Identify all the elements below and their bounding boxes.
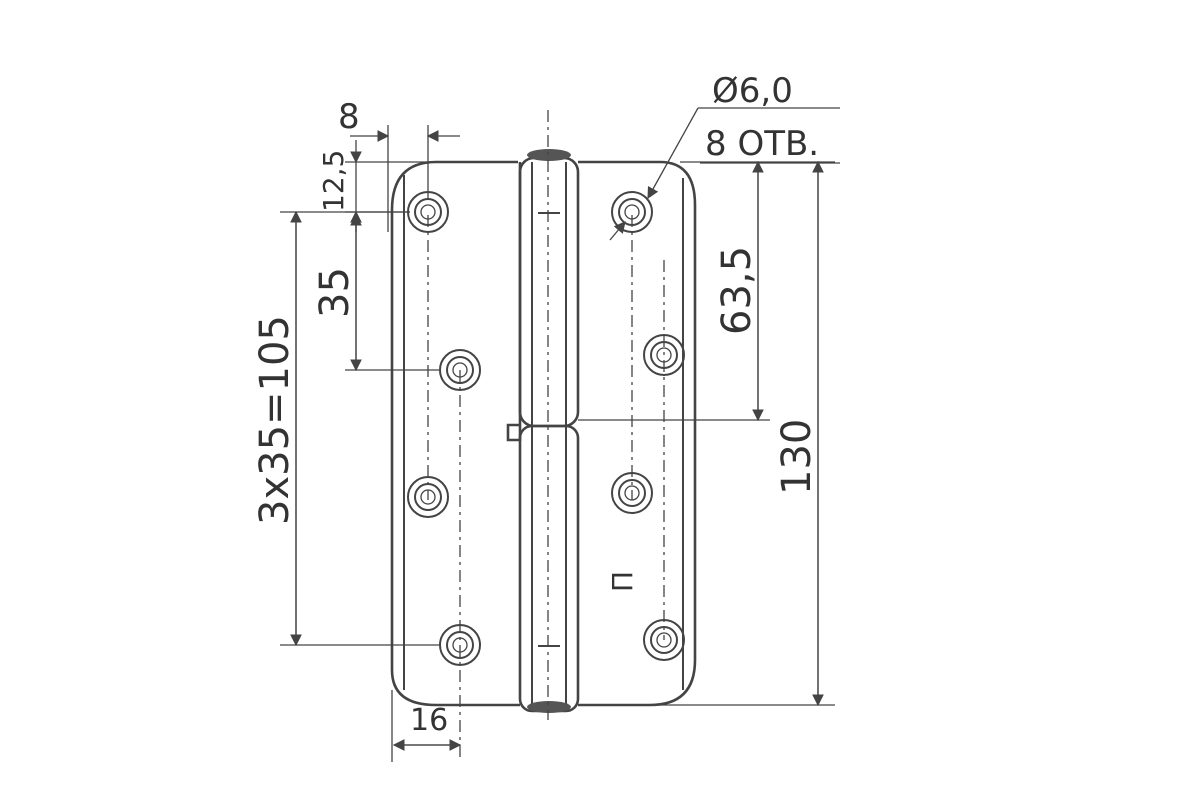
dim-top-edge xyxy=(345,140,436,232)
hole-count-label: 8 ОТВ. xyxy=(705,124,819,164)
hole-diameter-label: Ø6,0 xyxy=(712,71,793,111)
dim-bottom-offset-label: 16 xyxy=(410,703,448,738)
hole-right-4 xyxy=(643,619,685,661)
dim-total-pitch xyxy=(280,210,440,647)
side-mark-label: П xyxy=(606,571,639,592)
hole-left-3 xyxy=(407,476,449,518)
hinge-knuckle xyxy=(506,149,580,713)
hole-right-2 xyxy=(643,334,685,376)
dim-bottom-offset xyxy=(391,690,462,762)
centre-lines xyxy=(427,110,665,760)
dim-hole-pitch xyxy=(345,213,440,372)
hole-right-1 xyxy=(611,191,653,233)
dim-top-offset-label: 8 xyxy=(338,97,360,137)
right-leaf xyxy=(578,160,697,707)
dim-total-height-label: 130 xyxy=(774,419,820,495)
dim-total-height xyxy=(650,160,835,707)
hole-right-3 xyxy=(611,472,653,514)
dim-total-pitch-label: 3x35=105 xyxy=(252,315,298,525)
dim-knuckle-split xyxy=(578,160,775,422)
dim-knuckle-split-label: 63,5 xyxy=(714,246,760,335)
dim-hole-pitch-label: 35 xyxy=(312,267,358,318)
left-leaf xyxy=(390,160,520,707)
dim-top-edge-label: 12,5 xyxy=(317,150,350,212)
